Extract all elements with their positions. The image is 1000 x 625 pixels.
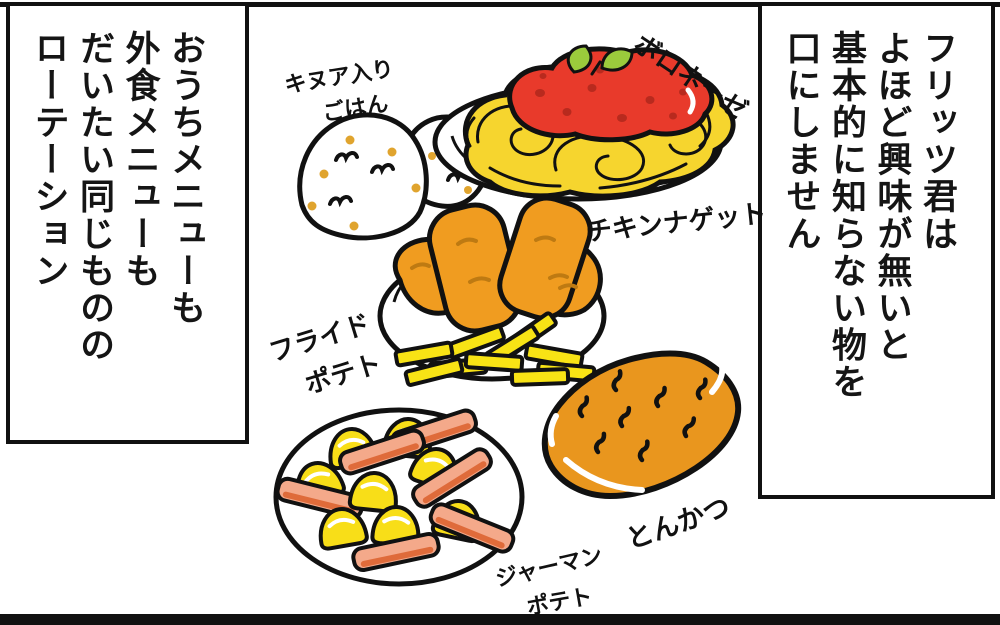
- basil-leaves: [566, 44, 634, 76]
- nuggets-group: [392, 195, 603, 334]
- caption-line: 外食メニューも: [120, 30, 160, 290]
- caption-line: よほど興味が無いと: [872, 30, 912, 364]
- fries-group: [393, 311, 597, 387]
- caption-line: 口にしません: [781, 30, 821, 253]
- german-potato-illustration: [272, 396, 525, 587]
- caption-line: ローテーション: [29, 30, 69, 290]
- caption-line: フリッツ君は: [918, 30, 957, 253]
- rice-mound-big: [297, 112, 429, 241]
- nugget-texture: [410, 235, 578, 290]
- tonkatsu-illustration: [541, 350, 742, 500]
- caption-line: おうちメニューも: [166, 30, 205, 327]
- tonkatsu-highlights: [547, 363, 726, 493]
- panel-top-border: [0, 2, 1000, 7]
- tonkatsu-cutlet: [541, 350, 742, 500]
- caption-left-text: おうちメニューも 外食メニューも だいたい同じものの ローテーション: [10, 6, 224, 440]
- bolognese-sauce: [507, 46, 715, 143]
- bolognese-illustration: [432, 44, 736, 202]
- caption-right-text: フリッツ君は よほど興味が無いと 基本的に知らない物を 口にしません: [762, 6, 976, 495]
- caption-line: だいたい同じものの: [75, 30, 114, 364]
- panel-bottom-border: [0, 614, 1000, 625]
- caption-box-left: おうちメニューも 外食メニューも だいたい同じものの ローテーション: [6, 2, 249, 444]
- caption-line: 基本的に知らない物を: [827, 30, 866, 401]
- caption-box-right: フリッツ君は よほど興味が無いと 基本的に知らない物を 口にしません: [758, 2, 995, 499]
- chicken-nugget-illustration: [377, 195, 607, 387]
